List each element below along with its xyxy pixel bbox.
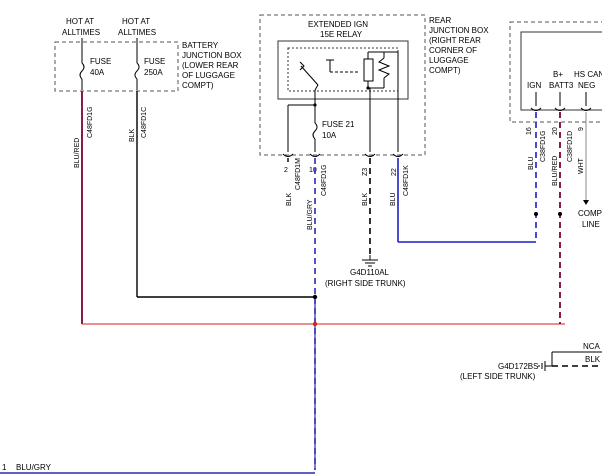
rear-pin-labels: 2 BLK C48FD1M 10 BLU/GRY C48FD1G Z3 BLK …: [284, 158, 410, 230]
module-pin-num-9: 9: [578, 127, 585, 131]
splice-black: [312, 294, 318, 300]
bottom-wire: 1 BLU/GRY: [0, 463, 315, 474]
module-outline: [509, 21, 602, 123]
pin-num-z3: Z3: [362, 168, 369, 176]
connector-pin-z3: [364, 153, 376, 157]
relay-label-1: EXTENDED IGN: [308, 20, 368, 29]
ground-left-location: (LEFT SIDE TRUNK): [460, 372, 536, 381]
comp-arrow: [583, 200, 589, 205]
module-pin-id-16: C38FD1G: [540, 130, 547, 162]
ground-left-id: G4D172BS: [498, 362, 538, 371]
fuse-250a-symbol: [134, 62, 140, 80]
relay-enclosure: [277, 40, 409, 100]
relay-resistor: [377, 57, 391, 79]
battery-box-outline: [54, 41, 179, 92]
battery-box-label-1: BATTERY: [182, 41, 219, 50]
module-inner: [520, 31, 602, 111]
module-pin-can-2: NEG: [578, 81, 595, 90]
connector-pin-22: [392, 153, 404, 157]
wire-a-id: C48FD1G: [87, 106, 94, 138]
hot-at-alltimes-2-line1: HOT AT: [122, 17, 150, 26]
fuse-21-line2: 10A: [322, 131, 337, 140]
battery-box-label-2: JUNCTION BOX: [182, 51, 242, 60]
module-pin-can-1: HS CAN: [574, 70, 602, 79]
module-pin-num-16: 16: [526, 127, 533, 135]
wire-b-color: BLK: [129, 128, 136, 142]
bottom-wire-label: BLU/GRY: [16, 463, 52, 472]
connector-pin-2: [282, 153, 294, 157]
pin-color-2: BLK: [286, 192, 293, 206]
relay-inner: [287, 47, 399, 92]
relay-label-2: 15E RELAY: [320, 30, 363, 39]
pin-id-2: C48FD1M: [295, 158, 302, 190]
hot-at-alltimes-1-line2: ALLTIMES: [62, 28, 100, 37]
rear-box-outline: [259, 14, 426, 156]
rear-box-label-5: LUGGAGE: [429, 56, 469, 65]
module-connector-16: [530, 107, 542, 111]
module-pin-batt-1: B+: [553, 70, 563, 79]
splice-red: [312, 321, 318, 327]
pin-num-10: 10: [309, 167, 317, 174]
wire-b-id: C48FD1C: [141, 107, 148, 138]
pin-color-z3: BLK: [362, 192, 369, 206]
module-pin-id-20: C38FD1D: [567, 131, 574, 162]
module-pin-ign: IGN: [527, 81, 541, 90]
ground-symbol-right: [362, 255, 378, 267]
relay-contact: [300, 65, 319, 86]
ground-right-id: G4D110AL: [350, 268, 390, 277]
pin-id-10: C48FD1G: [321, 164, 328, 196]
wire-blk-label: BLK: [585, 355, 601, 364]
battery-box-label-3: (LOWER REAR: [182, 61, 239, 70]
battery-wires: BLU/RED C48FD1G BLK C48FD1C: [74, 91, 565, 325]
module-pin-color-20: BLU/RED: [552, 156, 559, 186]
rear-box-label-6: COMPT): [429, 66, 461, 75]
module-pin-num-20: 20: [552, 127, 559, 135]
rear-box-label-2: JUNCTION BOX: [429, 26, 489, 35]
hot-at-alltimes-1-line1: HOT AT: [66, 17, 94, 26]
rear-box-label-3: (RIGHT REAR: [429, 36, 481, 45]
pin-color-22: BLU: [390, 192, 397, 206]
fuse-40a-line2: 40A: [90, 68, 105, 77]
module-pin-color-16: BLU: [528, 156, 535, 170]
fuse-250a-line1: FUSE: [144, 57, 165, 66]
fuse-21-symbol: [312, 122, 318, 140]
pin-num-2: 2: [284, 167, 288, 174]
module-connector-20: [554, 107, 566, 111]
relay-switch-arrow: [299, 61, 305, 71]
fuse-40a-line1: FUSE: [90, 57, 111, 66]
rear-wires: G4D110AL (RIGHT SIDE TRUNK): [287, 158, 536, 470]
rear-box-label-1: REAR: [429, 16, 451, 25]
battery-junction-box: HOT AT ALLTIMES HOT AT ALLTIMES FUSE 40A…: [54, 17, 242, 92]
rear-box-label-4: CORNER OF: [429, 46, 477, 55]
comp-label-2: LINE: [582, 220, 600, 229]
hot-at-alltimes-2-line2: ALLTIMES: [118, 28, 156, 37]
pin-num-22: 22: [391, 168, 398, 176]
wire-a-color: BLU/RED: [74, 138, 81, 168]
relay-coil: [363, 58, 374, 82]
battery-box-label-5: COMPT): [182, 81, 214, 90]
fuse-250a-line2: 250A: [144, 68, 163, 77]
ground-right-location: (RIGHT SIDE TRUNK): [325, 279, 406, 288]
pin-color-10: BLU/GRY: [307, 199, 314, 230]
module-pin-batt-2: BATT3: [549, 81, 574, 90]
fuse-40a-symbol: [79, 62, 85, 80]
module-connector-9: [580, 107, 592, 111]
module-box: IGN B+ BATT3 HS CAN NEG 16 BLU C38FD1G 2…: [509, 21, 602, 324]
rear-junction-box: EXTENDED IGN 15E RELAY FUSE 21 10A: [259, 14, 489, 157]
module-pin-color-9: WHT: [578, 157, 585, 174]
pin-id-22: C48FD1K: [403, 165, 410, 196]
left-trunk-ground: NCA BLK G4D172BS (LEFT SIDE TRUNK): [460, 342, 602, 381]
fuse-21-line1: FUSE 21: [322, 120, 355, 129]
comp-label-1: COMP: [578, 209, 602, 218]
bottom-wire-num: 1: [2, 463, 7, 472]
wire-nca-label: NCA: [583, 342, 601, 351]
battery-box-label-4: OF LUGGAGE: [182, 71, 235, 80]
connector-pin-10: [309, 153, 321, 157]
